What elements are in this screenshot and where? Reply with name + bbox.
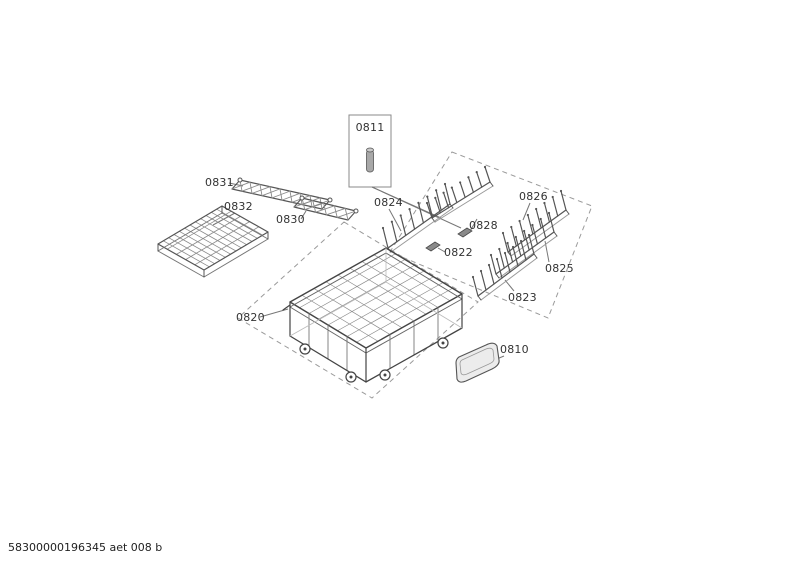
part-label-0820: 0820 [236, 311, 265, 324]
clip-0822 [425, 241, 441, 252]
tine-row-0826 [501, 189, 570, 257]
dashed-accessory-outline [389, 151, 593, 319]
tine-row-0823 [471, 233, 538, 301]
mesh-tray-0832 [157, 205, 269, 278]
callout-box-0811 [348, 114, 392, 188]
folding-rack-0831 [231, 177, 333, 210]
part-label-0828: 0828 [469, 219, 498, 232]
clip-0828 [457, 227, 473, 238]
tine-row-0824 [381, 182, 454, 253]
part-label-0830: 0830 [276, 213, 305, 226]
part-label-0832: 0832 [224, 200, 253, 213]
tray-0810 [455, 342, 500, 383]
tine-row-0825 [489, 211, 558, 279]
clip-part-0811-top [366, 147, 374, 153]
lower-basket-0820 [282, 247, 463, 383]
document-number: 58300000196345 aet 008 b [8, 541, 163, 554]
part-label-0825: 0825 [545, 262, 574, 275]
part-label-0822: 0822 [444, 246, 473, 259]
part-label-0826: 0826 [519, 190, 548, 203]
part-label-0811: 0811 [355, 121, 385, 134]
part-label-0824: 0824 [374, 196, 403, 209]
dashed-basket-outline [237, 221, 479, 399]
part-label-0810: 0810 [500, 343, 529, 356]
part-label-0831: 0831 [205, 176, 234, 189]
folding-rack-0830 [293, 195, 359, 221]
tine-row-0828 [425, 165, 494, 223]
clip-part-0811 [366, 149, 374, 173]
part-label-0823: 0823 [508, 291, 537, 304]
